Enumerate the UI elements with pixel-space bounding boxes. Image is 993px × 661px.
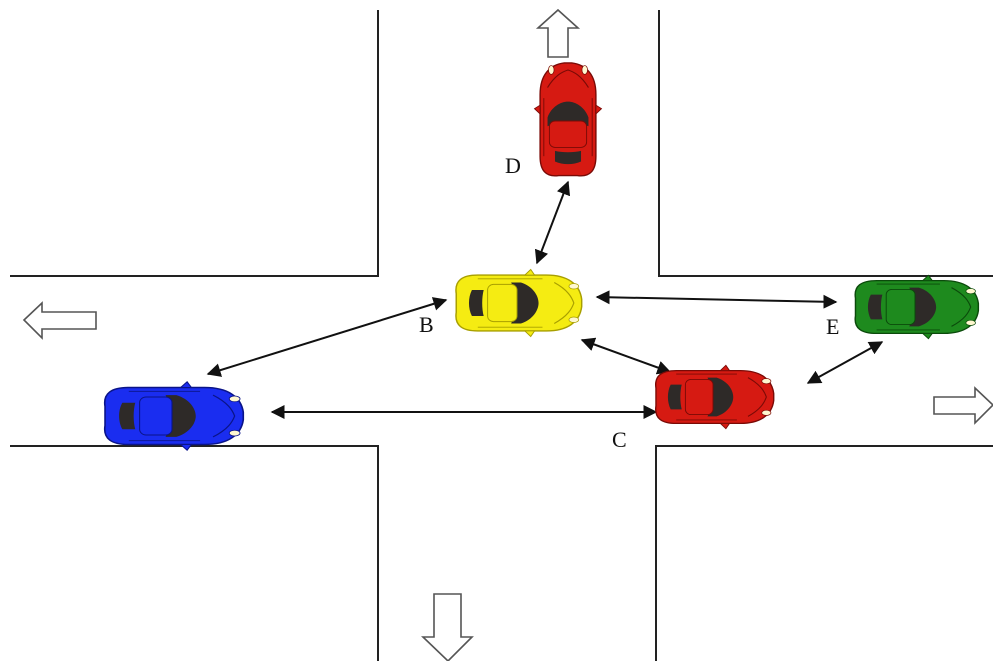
exit-arrows xyxy=(22,8,993,661)
car-mirror xyxy=(595,104,603,116)
car-e xyxy=(854,274,980,340)
car-d xyxy=(533,62,603,177)
car-headlight xyxy=(581,65,588,75)
exit-arrow-down-icon xyxy=(421,593,474,661)
car-mirror xyxy=(921,274,934,282)
car-rear-window xyxy=(468,289,484,317)
exit-arrow-left-icon xyxy=(22,301,97,340)
label-c: C xyxy=(612,427,627,452)
car-rear-window xyxy=(119,402,136,430)
car-hood-line xyxy=(547,69,589,88)
car-mirror xyxy=(179,381,193,388)
car-roof xyxy=(684,378,714,416)
label-d: D xyxy=(505,153,521,178)
car-mirror xyxy=(179,444,193,451)
car-unlabeled-blue xyxy=(103,381,245,451)
road-edges xyxy=(10,10,993,661)
car-mirror xyxy=(523,330,536,338)
car-roof xyxy=(139,396,173,436)
car-headlight xyxy=(568,283,580,290)
curb-bottom-right xyxy=(655,445,993,661)
label-e: E xyxy=(826,314,839,339)
car-windshield xyxy=(909,287,937,327)
link-c-e xyxy=(806,341,884,384)
car-windshield xyxy=(165,395,196,437)
car-mirror xyxy=(719,364,731,372)
car-mirror xyxy=(523,268,536,276)
car-headlight xyxy=(965,288,976,295)
car-hood-line xyxy=(212,394,236,438)
car-c xyxy=(655,364,775,430)
car-windshield xyxy=(511,282,539,324)
car-roof xyxy=(487,283,518,323)
car-headlight xyxy=(761,378,772,385)
exit-arrow-right-icon xyxy=(933,386,993,425)
car-headlight xyxy=(568,316,580,323)
link-b-blue xyxy=(206,297,448,377)
car-roof xyxy=(548,120,588,148)
exit-arrow-up-icon xyxy=(535,8,581,58)
car-headlight xyxy=(228,395,241,403)
car-rear-window xyxy=(867,294,883,320)
car-hood-line xyxy=(553,282,575,324)
car-mirror xyxy=(719,422,731,430)
car-rear-window xyxy=(667,384,682,410)
car-windshield xyxy=(547,101,589,127)
car-mirror xyxy=(921,332,934,340)
car-rear-window xyxy=(554,150,582,165)
link-b-e xyxy=(595,290,838,309)
link-b-c xyxy=(580,337,672,375)
car-headlight xyxy=(761,409,772,416)
car-hood-line xyxy=(951,287,972,327)
car-mirror xyxy=(533,104,541,116)
car-b xyxy=(455,268,583,338)
curb-top-left xyxy=(10,10,379,277)
car-headlight xyxy=(548,65,555,75)
car-roof xyxy=(885,288,916,326)
car-windshield xyxy=(707,377,734,417)
car-headlight xyxy=(228,429,241,437)
curb-top-right xyxy=(658,10,993,277)
car-headlight xyxy=(965,319,976,326)
links xyxy=(206,180,884,419)
label-b: B xyxy=(419,312,434,337)
curb-bottom-left xyxy=(10,445,379,661)
car-hood-line xyxy=(747,377,767,417)
link-b-d xyxy=(534,180,571,265)
